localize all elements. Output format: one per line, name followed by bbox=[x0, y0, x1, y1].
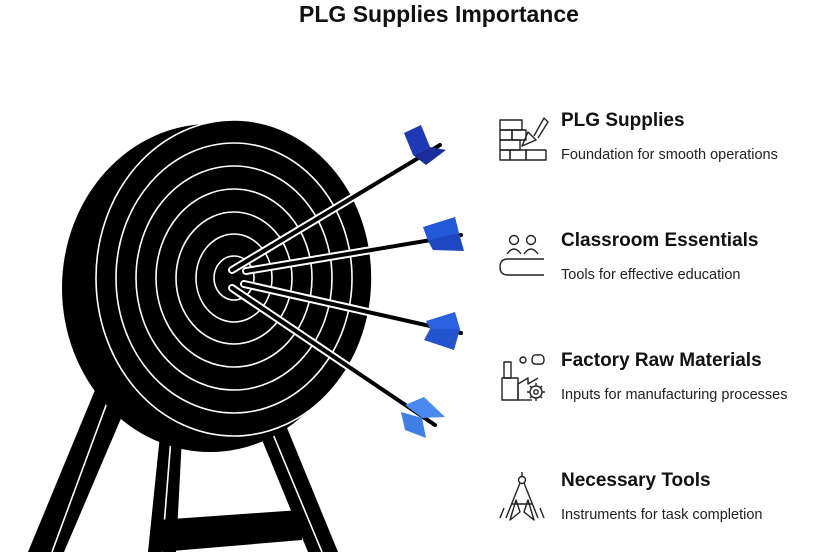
students-at-desk-icon bbox=[499, 234, 544, 276]
arrow-1 bbox=[228, 125, 446, 274]
item-heading: Necessary Tools bbox=[561, 470, 711, 491]
stand-leg-left bbox=[28, 390, 128, 552]
arrow-2 bbox=[242, 217, 465, 275]
item-heading: PLG Supplies bbox=[561, 110, 685, 131]
factory-gear-icon bbox=[501, 354, 545, 401]
stand-crossbar bbox=[158, 510, 302, 552]
list-item: PLG Supplies Foundation for smooth opera… bbox=[498, 110, 813, 170]
target-stand bbox=[28, 390, 338, 552]
item-description: Inputs for manufacturing processes bbox=[561, 387, 788, 403]
arrow-4 bbox=[228, 284, 445, 438]
target-board bbox=[62, 119, 373, 452]
list-item: Necessary Tools Instruments for task com… bbox=[498, 470, 813, 530]
compass-tools-icon bbox=[499, 472, 545, 521]
stand-leg-right bbox=[258, 418, 338, 552]
item-description: Tools for effective education bbox=[561, 267, 741, 283]
list-item: Classroom Essentials Tools for effective… bbox=[498, 230, 813, 290]
item-description: Instruments for task completion bbox=[561, 507, 763, 523]
item-heading: Classroom Essentials bbox=[561, 230, 759, 251]
arrow-3 bbox=[240, 280, 465, 350]
brick-wall-trowel-icon bbox=[499, 117, 549, 161]
item-description: Foundation for smooth operations bbox=[561, 147, 778, 163]
page-title: PLG Supplies Importance bbox=[299, 1, 579, 27]
item-heading: Factory Raw Materials bbox=[561, 350, 762, 371]
list-item: Factory Raw Materials Inputs for manufac… bbox=[498, 350, 813, 410]
